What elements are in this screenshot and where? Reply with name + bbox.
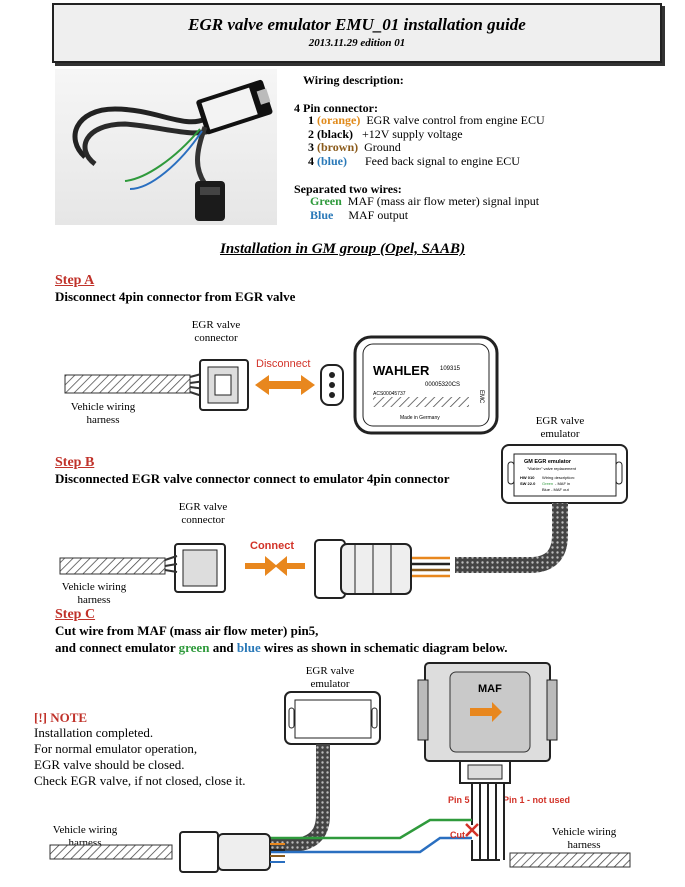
- emu-sub: "Wahler" valve replacement: [527, 466, 577, 471]
- pin5-label: Pin 5: [448, 795, 470, 805]
- disconnect-arrow: [255, 375, 315, 395]
- step-a-desc: Disconnect 4pin connector from EGR valve: [55, 289, 296, 304]
- step-c-emulator-label: EGR valve emulator: [305, 665, 355, 690]
- maf-sensor: MAF: [417, 662, 558, 784]
- step-b-connector-label: EGR valve connector: [178, 501, 228, 526]
- disconnect-text: Disconnect: [256, 358, 310, 370]
- harness-cable-a: [64, 374, 191, 394]
- egr-valve: WAHLER 109315 00005320CS ACS00045737 Mad…: [353, 335, 499, 435]
- connect-arrows: [245, 556, 305, 576]
- connector-heading: 4 Pin connector:: [294, 101, 378, 115]
- note-line: For normal emulator operation,: [34, 741, 198, 756]
- cut-mark: [465, 823, 479, 837]
- step-b-diagram: GM EGR emulator "Wahler" valve replaceme…: [59, 444, 628, 599]
- doc-title: EGR valve emulator EMU_01 installation g…: [188, 15, 526, 34]
- step-c-harness-right: Vehicle wiring harness: [551, 826, 617, 851]
- pin-row-2: 2 (black) +12V supply voltage: [308, 126, 463, 141]
- product-photo: [55, 69, 277, 225]
- emulator-b: GM EGR emulator "Wahler" valve replaceme…: [501, 444, 628, 504]
- emu-blue: Blue - MAF out: [542, 487, 570, 492]
- note-line: Installation completed.: [34, 725, 154, 740]
- emu-title: GM EGR emulator: [524, 459, 572, 465]
- doc-edition: 2013.11.29 edition 01: [308, 37, 406, 49]
- step-a-connector-label: EGR valve connector: [191, 319, 241, 344]
- pin1-label: Pin 1 - not used: [503, 795, 570, 805]
- connect-text: Connect: [250, 540, 294, 552]
- valve-side: EMC: [478, 390, 484, 404]
- wire-row-green: Green MAF (mass air flow meter) signal i…: [310, 194, 540, 208]
- pin-list: 1 (orange) EGR valve control from engine…: [308, 113, 545, 168]
- step-a-diagram: Disconnect WAHLER 109315 00005320CS ACS0…: [64, 335, 499, 435]
- emu-wd: Wiring description:: [542, 475, 575, 480]
- note-heading: [!] NOTE: [34, 710, 88, 725]
- note-line: Check EGR valve, if not closed, close it…: [34, 773, 246, 788]
- pin-row-3: 3 (brown) Ground: [308, 140, 401, 154]
- title-box: EGR valve emulator EMU_01 installation g…: [52, 3, 662, 63]
- step-a-harness-label: Vehicle wiring harness: [70, 401, 136, 426]
- note-body: Installation completed. For normal emula…: [34, 725, 246, 789]
- step-a-label: Step A: [55, 273, 95, 288]
- section-title: Installation in GM group (Opel, SAAB): [220, 241, 466, 257]
- emu-sw: SW 22.0: [520, 481, 536, 486]
- valve-code2: 00005320CS: [425, 382, 460, 388]
- step-b-emulator-label: EGR valve emulator: [535, 415, 585, 440]
- step-b-label: Step B: [55, 455, 95, 470]
- wire-row-blue: Blue MAF output: [310, 207, 409, 222]
- pin-row-4: 4 (blue) Feed back signal to engine ECU: [308, 153, 520, 168]
- maf-label: MAF: [478, 683, 502, 695]
- emu-green: Green: [542, 481, 553, 486]
- step-c-label: Step C: [55, 607, 96, 622]
- egr-connector-a: [199, 359, 249, 411]
- valve-origin: Made in Germany: [400, 415, 440, 421]
- separate-heading: Separated two wires:: [294, 182, 402, 196]
- step-b-harness-label: Vehicle wiring harness: [61, 581, 127, 606]
- emu-hw: HW 010: [520, 475, 535, 480]
- valve-code3: ACS00045737: [373, 391, 406, 397]
- step-c-desc1: Cut wire from MAF (mass air flow meter) …: [55, 623, 319, 638]
- valve-code1: 109315: [440, 366, 461, 372]
- emulator-connector-b: [314, 539, 412, 599]
- wire-list: Green MAF (mass air flow meter) signal i…: [310, 194, 540, 222]
- valve-brand: WAHLER: [373, 363, 430, 378]
- emu-maf-in: - MAF in: [555, 481, 570, 486]
- note-line: EGR valve should be closed.: [34, 757, 185, 772]
- step-b-desc: Disconnected EGR valve connector connect…: [55, 471, 450, 486]
- emulator-c: [284, 691, 381, 745]
- wiring-heading: Wiring description:: [303, 73, 404, 87]
- step-c-desc2: and connect emulator green and blue wire…: [55, 640, 508, 655]
- step-c-diagram: MAF Pin 5 Pin 1 - not used Cut: [49, 662, 631, 873]
- cut-label: Cut: [450, 830, 465, 840]
- pin-row-1: 1 (orange) EGR valve control from engine…: [308, 113, 545, 127]
